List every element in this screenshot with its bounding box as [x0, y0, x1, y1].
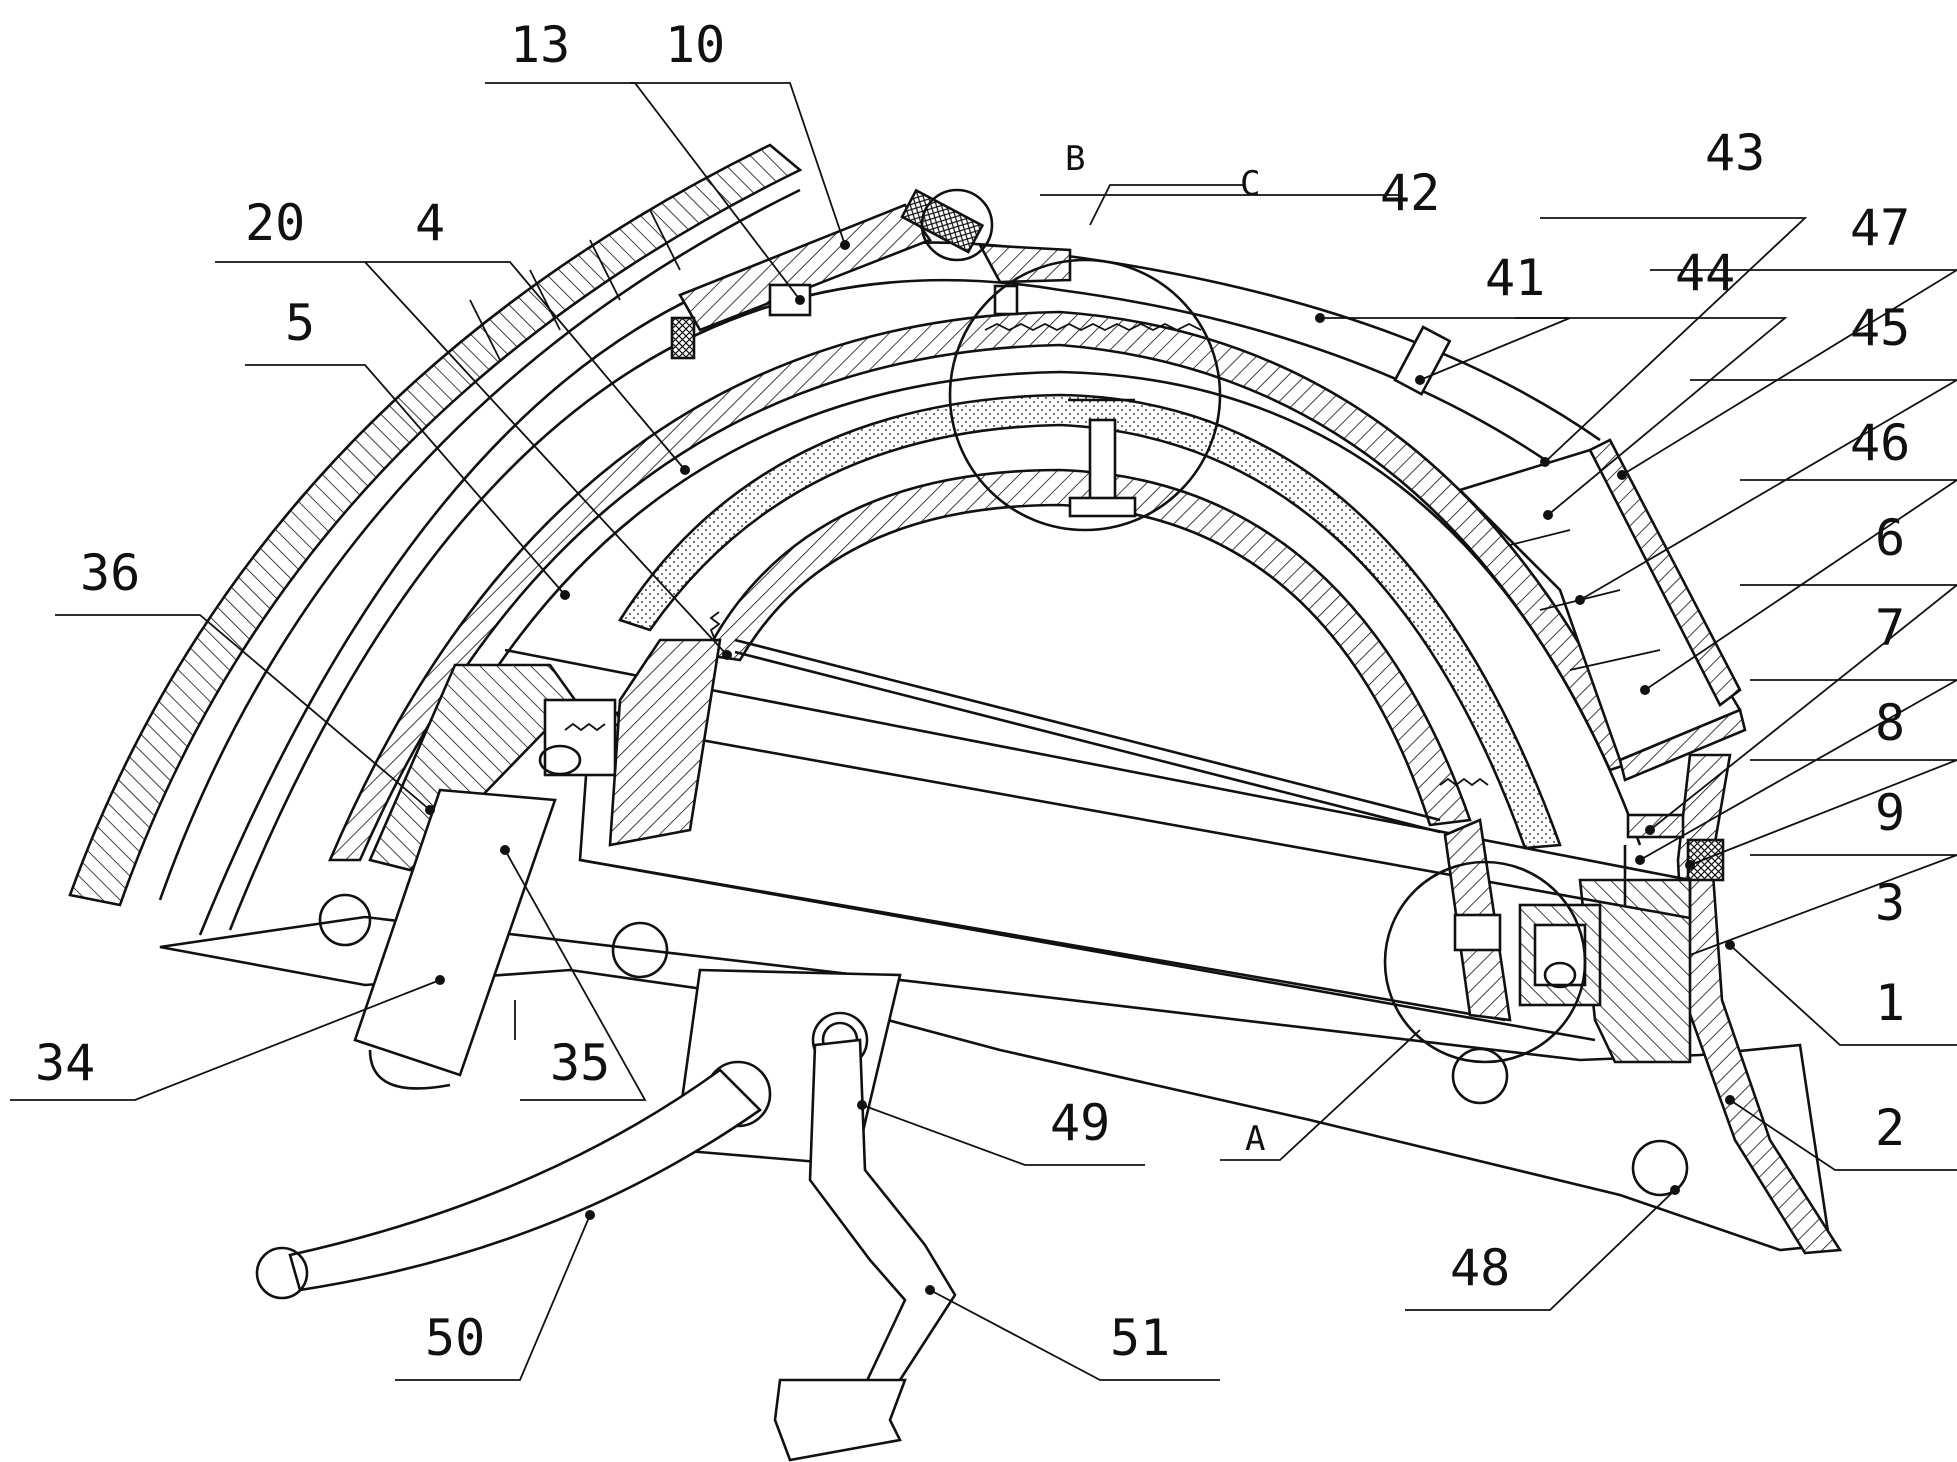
callout-7: 7: [1875, 599, 1905, 657]
callout-35: 35: [550, 1034, 610, 1092]
callout-41: 41: [1485, 249, 1545, 307]
callout-6: 6: [1875, 509, 1905, 567]
center-bolt: [1068, 398, 1137, 518]
detail-circle-b: [920, 188, 994, 262]
callout-50: 50: [425, 1309, 485, 1367]
left-leaf-blade: [68, 143, 803, 907]
lever-assembly: [255, 968, 957, 1462]
callout-49: 49: [1050, 1094, 1110, 1152]
callout-1: 1: [1875, 974, 1905, 1032]
callout-48: 48: [1450, 1239, 1510, 1297]
callout-44: 44: [1675, 244, 1735, 302]
detail-circle-a: [1383, 860, 1587, 1064]
callout-9: 9: [1875, 784, 1905, 842]
right-latch-assembly: [1443, 818, 1602, 1022]
callout-36: 36: [80, 544, 140, 602]
leader-dots: [425, 240, 1735, 1295]
callout-45: 45: [1850, 299, 1910, 357]
callout-b: B: [1065, 139, 1085, 179]
callout-8: 8: [1875, 694, 1905, 752]
callouts: 13 10 20 4 5 36 34 35 B C 42 41 43 44 47…: [35, 16, 1910, 1367]
detail-circle-c: [948, 258, 1222, 532]
right-stack: [1393, 325, 1747, 905]
callout-5: 5: [285, 294, 315, 352]
base-frame: [159, 893, 1832, 1252]
callout-2: 2: [1875, 1099, 1905, 1157]
left-lower-assembly: [353, 611, 722, 1090]
pivot-hole-48: [1631, 1139, 1689, 1197]
tension-rod: [734, 638, 1489, 834]
callout-43: 43: [1705, 124, 1765, 182]
callout-a: A: [1245, 1119, 1265, 1159]
callout-42: 42: [1380, 164, 1440, 222]
leader-lines: [10, 82, 1957, 1381]
pivot-hole-right: [1451, 1047, 1509, 1105]
blade-part-2: [1676, 753, 1843, 1255]
callout-10: 10: [665, 16, 725, 74]
wavy-strip: [984, 322, 1202, 332]
callout-47: 47: [1850, 199, 1910, 257]
callout-34: 34: [35, 1034, 95, 1092]
callout-20: 20: [245, 194, 305, 252]
callout-c: C: [1240, 164, 1260, 204]
top-clamp: [670, 188, 1072, 360]
callout-46: 46: [1850, 414, 1910, 472]
callout-51: 51: [1110, 1309, 1170, 1367]
pivot-hole-left: [611, 921, 669, 979]
callout-4: 4: [415, 194, 445, 252]
callout-3: 3: [1875, 874, 1905, 932]
callout-13: 13: [510, 16, 570, 74]
pivot-hole-far-left: [318, 893, 372, 947]
